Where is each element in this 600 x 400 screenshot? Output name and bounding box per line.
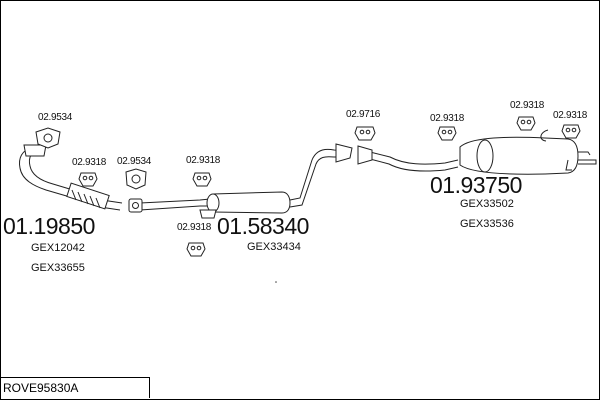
- hanger-icon: [354, 126, 376, 141]
- gasket-icon: [125, 168, 147, 190]
- gasket-icon: [35, 127, 61, 149]
- fitting-label: 02.9318: [72, 157, 107, 168]
- clamp-icon: [357, 145, 373, 165]
- diagram-id: ROVE95830A: [3, 381, 79, 395]
- part-ref: GEX33655: [31, 262, 85, 274]
- hanger-icon: [78, 172, 98, 187]
- hanger-icon: [516, 116, 536, 131]
- fitting-label: 02.9318: [553, 110, 588, 121]
- hanger-icon: [192, 172, 212, 187]
- part-number: 01.19850: [3, 213, 95, 239]
- fitting-label: 02.9318: [430, 113, 465, 124]
- hanger-icon: [561, 124, 581, 139]
- hanger-icon: [186, 242, 206, 257]
- fitting-label: 02.9534: [38, 112, 73, 123]
- part-number: 01.58340: [217, 213, 309, 239]
- front-pipe: [19, 144, 123, 211]
- part-ref: GEX33536: [460, 218, 514, 230]
- clamp-icon: [335, 143, 353, 163]
- title-box: [0, 377, 150, 398]
- hanger-icon: [437, 126, 457, 141]
- part-ref: GEX33502: [460, 198, 514, 210]
- part-ref: GEX33434: [247, 241, 301, 253]
- centre-silencer: [139, 148, 347, 219]
- part-ref: GEX12042: [31, 242, 85, 254]
- part-number: 01.93750: [430, 172, 522, 198]
- fitting-label: 02.9318: [510, 100, 545, 111]
- clamp-icon: [199, 209, 217, 219]
- fitting-label: 02.9716: [346, 109, 381, 120]
- fitting-label: 02.9534: [117, 156, 152, 167]
- fitting-label: 02.9318: [177, 222, 212, 233]
- fitting-label: 02.9318: [186, 155, 221, 166]
- rear-muffler: [369, 136, 597, 175]
- clamp-icon: [128, 198, 143, 213]
